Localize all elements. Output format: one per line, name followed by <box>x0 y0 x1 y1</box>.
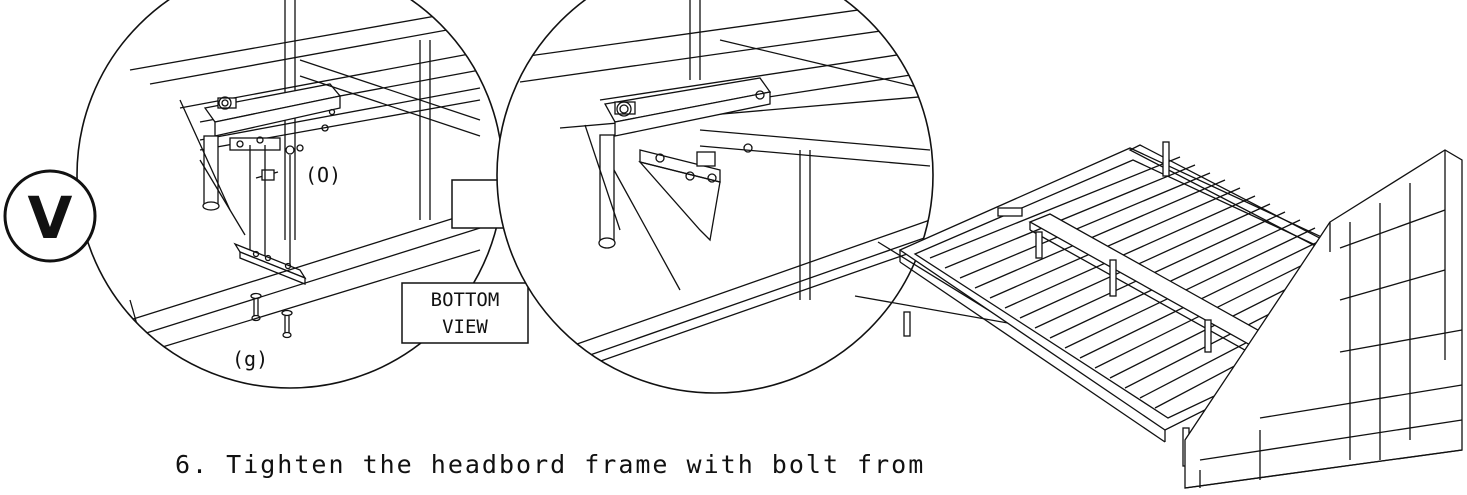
step-badge-label: V <box>28 184 73 252</box>
bed-frame-illustration <box>898 141 1463 489</box>
callout-line-1: BOTTOM <box>431 289 500 311</box>
bottom-view-callout: BOTTOM VIEW <box>401 282 529 344</box>
detail-circle-left <box>76 0 504 389</box>
instruction-text: 6. Tighten the headbord frame with bolt … <box>175 450 926 479</box>
headboard <box>1184 149 1463 489</box>
callout-line-2: VIEW <box>442 316 488 338</box>
label-g: (g) <box>232 347 268 371</box>
detail-circle-middle <box>496 0 934 394</box>
label-o: (O) <box>305 163 341 187</box>
step-badge: V <box>3 169 97 263</box>
